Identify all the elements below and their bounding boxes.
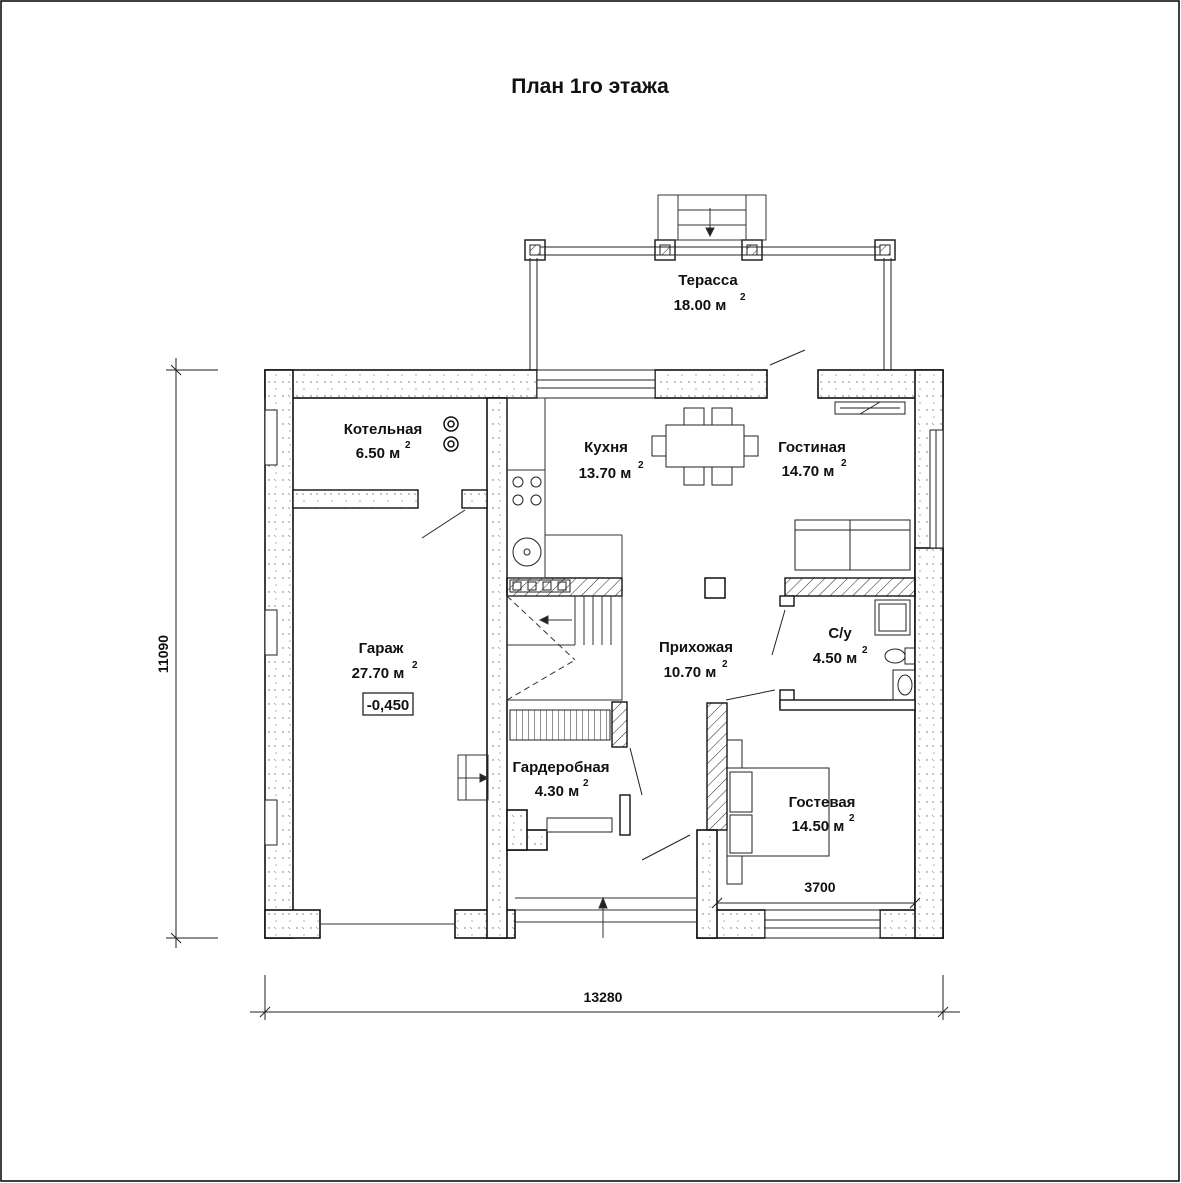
svg-text:10.70 м: 10.70 м: [664, 664, 717, 681]
svg-text:27.70 м: 27.70 м: [352, 665, 405, 682]
wc-label: С/у 4.50 м 2: [813, 625, 868, 667]
column: [704, 577, 726, 599]
svg-text:13280: 13280: [584, 989, 623, 1005]
window: [546, 817, 613, 833]
window: [264, 409, 278, 466]
svg-text:2: 2: [638, 460, 644, 471]
window: [264, 799, 278, 846]
garage-label: Гараж 27.70 м 2: [352, 640, 418, 682]
radiator-icon: [509, 579, 571, 593]
svg-text:2: 2: [849, 813, 855, 824]
boiler-label: Котельная 6.50 м 2: [344, 421, 423, 462]
guest-label: Гостевая 14.50 м 2: [789, 794, 856, 835]
boiler-icon: [443, 416, 459, 452]
svg-text:-0,450: -0,450: [367, 697, 410, 714]
terrace-label: Терасса 18.00 м 2: [674, 272, 746, 314]
fireplace-icon: [834, 401, 906, 415]
svg-text:2: 2: [862, 645, 868, 656]
wc-fixtures: [874, 599, 916, 701]
svg-text:2: 2: [841, 458, 847, 469]
windows: [264, 369, 944, 939]
svg-text:4.30 м: 4.30 м: [535, 783, 579, 800]
svg-text:14.50 м: 14.50 м: [792, 818, 845, 835]
kitchen-label: Кухня 13.70 м 2: [579, 439, 644, 482]
svg-text:2: 2: [740, 292, 746, 303]
terrace-post: [524, 239, 546, 261]
entrance-steps: [515, 896, 697, 938]
wardrobe-label: Гардеробная 4.30 м 2: [512, 759, 609, 800]
washbasin-icon: [892, 669, 916, 701]
svg-text:Прихожая: Прихожая: [659, 639, 733, 656]
svg-text:11090: 11090: [155, 635, 171, 673]
width-dimension: 13280: [250, 975, 960, 1020]
svg-text:2: 2: [405, 440, 411, 451]
svg-text:С/у: С/у: [828, 625, 852, 642]
svg-text:2: 2: [412, 660, 418, 671]
plan-title: План 1го этажа: [511, 75, 669, 98]
svg-text:Гостиная: Гостиная: [778, 439, 846, 456]
svg-text:4.50 м: 4.50 м: [813, 650, 857, 667]
sink-icon: [512, 537, 542, 567]
shower-icon: [874, 599, 911, 636]
guest-dimension: 3700: [711, 879, 921, 909]
sofa: [794, 519, 911, 571]
svg-text:2: 2: [722, 659, 728, 670]
terrace-post: [874, 239, 896, 261]
kitchen-counter: [506, 397, 623, 579]
stove-icon: [512, 476, 542, 506]
svg-text:Гараж: Гараж: [359, 640, 404, 657]
svg-text:13.70 м: 13.70 м: [579, 465, 632, 482]
living-label: Гостиная 14.70 м 2: [778, 439, 847, 480]
interior-walls: [292, 489, 916, 836]
hall-label: Прихожая 10.70 м 2: [659, 639, 733, 681]
height-dimension: 11090: [155, 358, 218, 948]
wardrobe-rail: [509, 709, 611, 741]
terrace-steps: [657, 194, 767, 241]
window: [764, 909, 881, 939]
svg-text:Кухня: Кухня: [584, 439, 628, 456]
svg-text:Котельная: Котельная: [344, 421, 423, 438]
toilet-icon: [904, 647, 916, 665]
door-swings: [421, 349, 806, 861]
svg-text:Гардеробная: Гардеробная: [512, 759, 609, 776]
svg-text:3700: 3700: [804, 879, 835, 895]
bed: [726, 739, 830, 885]
dining-table: [651, 407, 759, 486]
garage-side-door: [457, 754, 490, 801]
garage-level-mark: -0,450: [362, 692, 414, 716]
svg-text:6.50 м: 6.50 м: [356, 445, 400, 462]
window: [264, 609, 278, 656]
svg-text:Гостевая: Гостевая: [789, 794, 856, 811]
window: [536, 369, 656, 399]
stairs: [506, 595, 623, 701]
svg-text:14.70 м: 14.70 м: [782, 463, 835, 480]
svg-text:2: 2: [583, 778, 589, 789]
svg-text:18.00 м: 18.00 м: [674, 297, 727, 314]
svg-text:Терасса: Терасса: [678, 272, 738, 289]
